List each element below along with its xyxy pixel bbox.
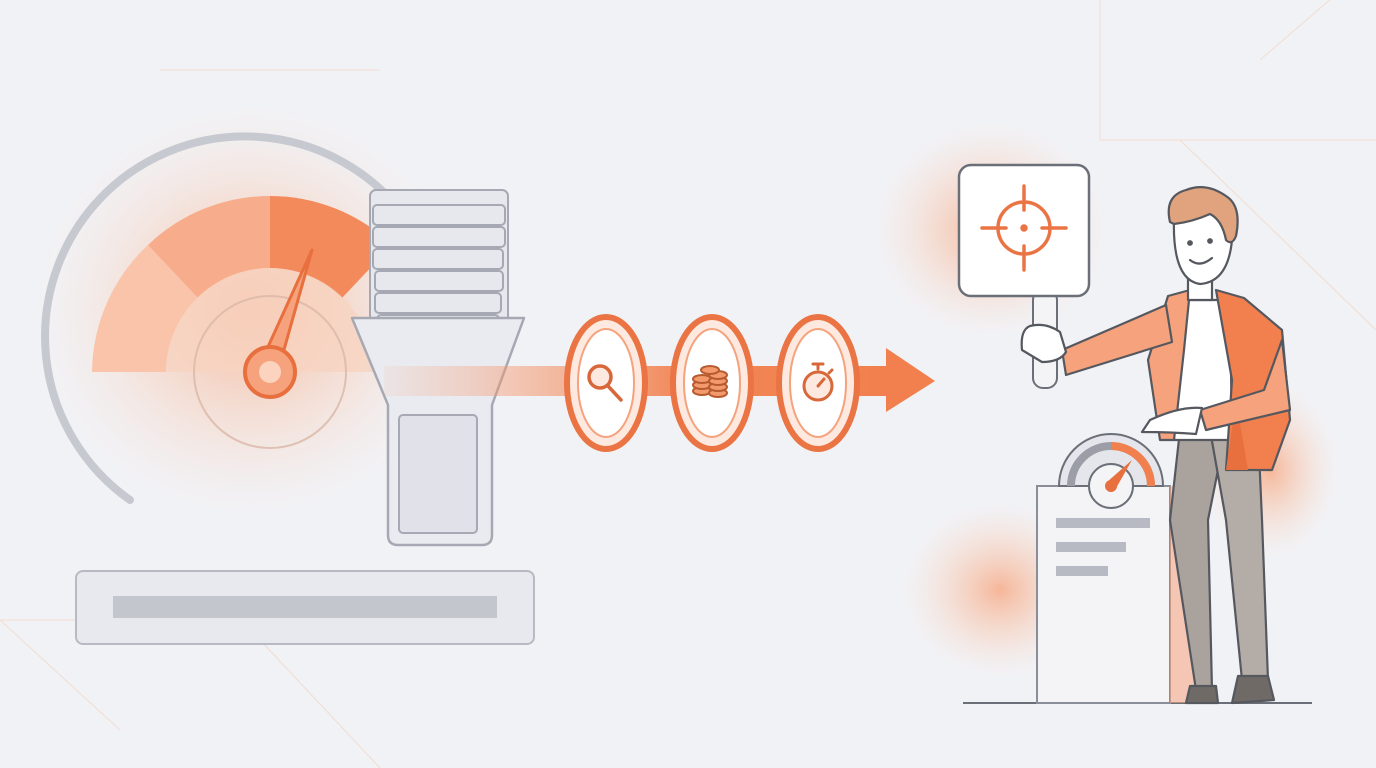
pipeline-stage-cost <box>670 314 754 452</box>
magnifier-icon <box>587 364 623 402</box>
speedometer-gauge <box>41 132 408 504</box>
coins-icon <box>692 365 728 398</box>
target-sign <box>957 163 1091 389</box>
pipeline-stage-search <box>564 314 648 452</box>
small-speedometer-gauge <box>1057 433 1165 509</box>
progress-panel <box>75 570 535 645</box>
presenter-person <box>1020 185 1292 705</box>
crosshair-target-icon <box>980 184 1068 272</box>
stopwatch-icon <box>802 362 834 402</box>
pipeline-stage-time <box>776 314 860 452</box>
